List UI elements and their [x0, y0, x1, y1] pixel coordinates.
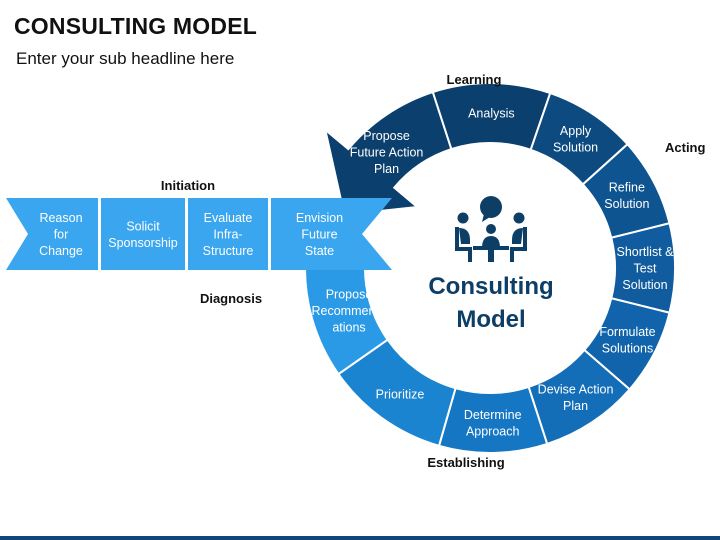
phase-label-acting: Acting — [665, 140, 706, 155]
ring-step-refine-solution-line: Refine — [609, 180, 645, 194]
phase-label-establishing: Establishing — [427, 455, 504, 470]
bottom-accent-bar — [0, 536, 720, 540]
ring-step-propose-future-action-plan-line: Plan — [374, 162, 399, 176]
arrow-step-line: Reason — [39, 211, 82, 225]
phase-label-diagnosis: Diagnosis — [200, 291, 262, 306]
arrow-step-line: Solicit — [126, 219, 160, 233]
ring-step-formulate-solutions-line: Formulate — [599, 325, 655, 339]
ring-step-analysis-line: Analysis — [468, 107, 515, 121]
ring-step-prioritize-line: Prioritize — [376, 388, 425, 402]
ring-step-shortlist-test-solution-line: Test — [634, 262, 657, 276]
ring-step-devise-action-plan-line: Devise Action — [538, 383, 614, 397]
arrow-step-line: for — [54, 228, 69, 242]
center-title-line2: Model — [456, 306, 525, 333]
ring-step-refine-solution-line: Solution — [604, 197, 649, 211]
arrow-step-shape — [101, 198, 185, 270]
arrow-step-line: Evaluate — [204, 211, 253, 225]
ring-step-propose-recommendations-line: ations — [332, 321, 365, 335]
arrow-step-line: Change — [39, 244, 83, 258]
ring-step-apply-solution-line: Apply — [560, 124, 592, 138]
arrow-step-line: State — [305, 244, 334, 258]
arrow-step-line: Structure — [203, 244, 254, 258]
phase-label-initiation: Initiation — [161, 178, 215, 193]
page-title: CONSULTING MODEL — [14, 13, 257, 39]
ring-step-analysis: Analysis — [431, 82, 552, 152]
ring-step-devise-action-plan-line: Plan — [563, 399, 588, 413]
page-subtitle: Enter your sub headline here — [16, 49, 235, 68]
ring-step-determine-approach-line: Approach — [466, 425, 520, 439]
arrow-step-shape — [6, 198, 98, 270]
arrow-step-line: Sponsorship — [108, 236, 178, 250]
arrow-step-line: Envision — [296, 211, 343, 225]
center-title-line1: Consulting — [428, 273, 553, 300]
ring-step-propose-recommendations-line: Recommend- — [311, 304, 386, 318]
ring-step-propose-future-action-plan-line: Propose — [363, 129, 410, 143]
meeting-people-icon — [455, 196, 527, 262]
ring-step-shortlist-test-solution-line: Shortlist & — [617, 245, 675, 259]
arrow-step-line: Infra- — [213, 228, 242, 242]
arrow-step-shape — [271, 198, 392, 270]
ring-step-propose-future-action-plan-line: Future Action — [350, 145, 424, 159]
ring-step-propose-recommendations-line: Propose — [326, 288, 373, 302]
ring-step-determine-approach-line: Determine — [464, 408, 522, 422]
ring-step-apply-solution-line: Solution — [553, 140, 598, 154]
arrow-step-shape — [188, 198, 268, 270]
ring-segment-shape — [323, 90, 453, 217]
phase-label-learning: Learning — [447, 72, 502, 87]
ring-step-formulate-solutions-line: Solutions — [602, 341, 653, 355]
arrow-step-line: Future — [301, 228, 337, 242]
ring-step-shortlist-test-solution-line: Solution — [622, 278, 667, 292]
